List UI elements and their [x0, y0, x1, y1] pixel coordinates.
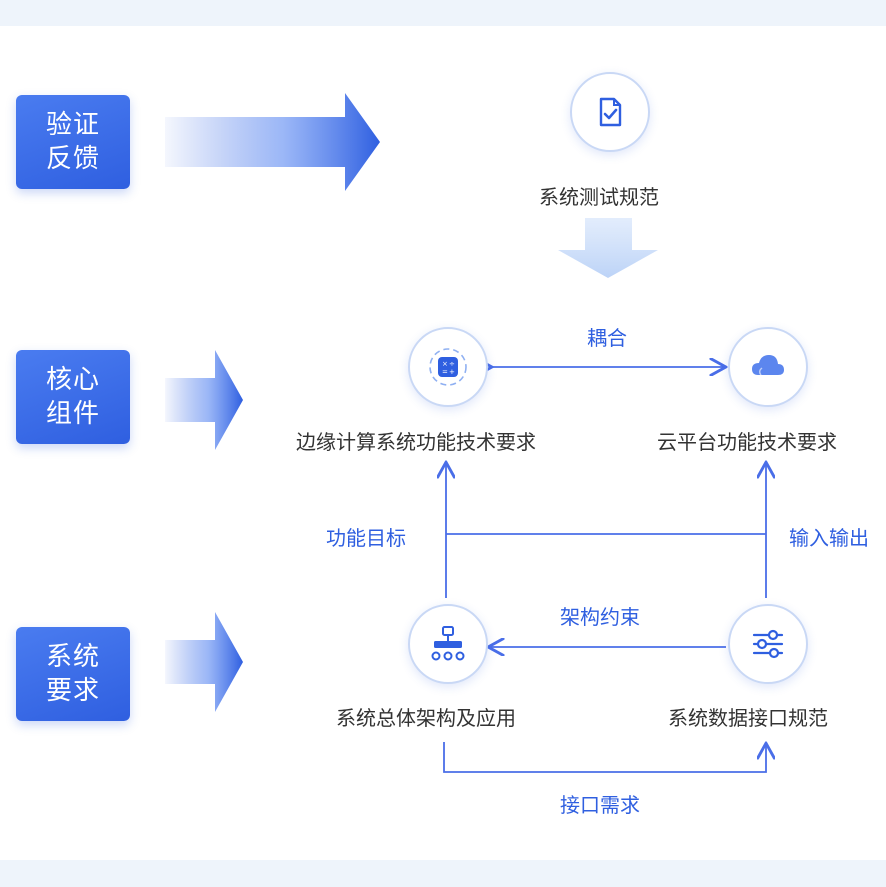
hierarchy-icon — [431, 626, 465, 661]
tag-line: 反馈 — [45, 144, 100, 174]
data-interface-label: 系统数据接口规范 — [668, 706, 828, 730]
cloud-platform-node — [728, 327, 808, 407]
tag-line: 核心 — [45, 365, 100, 395]
input-output-label: 输入输出 — [789, 526, 869, 550]
core-arrow — [165, 350, 243, 450]
edge-computing-node: × ÷ = + — [408, 327, 488, 407]
tag-system-requirements: 系统 要求 — [16, 627, 130, 721]
test-spec-label: 系统测试规范 — [539, 185, 659, 209]
system-arrow — [165, 612, 243, 712]
coupling-label: 耦合 — [587, 326, 627, 350]
tag-line: 要求 — [45, 676, 100, 706]
tag-line: 验证 — [45, 110, 100, 140]
calculator-icon: × ÷ = + — [429, 348, 467, 386]
tag-line: 系统 — [45, 642, 100, 672]
data-interface-node — [728, 604, 808, 684]
feedback-arrow — [165, 93, 380, 191]
cloud-platform-label: 云平台功能技术要求 — [657, 430, 837, 454]
interface-requirement-label: 接口需求 — [560, 793, 640, 817]
interface-requirement-line — [443, 742, 766, 773]
architecture-label: 系统总体架构及应用 — [336, 706, 516, 730]
svg-text:+: + — [449, 368, 455, 376]
test-spec-node — [570, 72, 650, 152]
down-arrow — [558, 218, 658, 278]
svg-text:=: = — [442, 368, 448, 376]
tag-line: 组件 — [45, 399, 100, 429]
document-check-icon — [599, 97, 622, 127]
svg-text:×: × — [442, 360, 448, 368]
tag-verification-feedback: 验证 反馈 — [16, 95, 130, 189]
architecture-constraint-label: 架构约束 — [560, 605, 640, 629]
diagram-card — [0, 26, 886, 860]
cloud-icon — [752, 355, 784, 376]
architecture-node — [408, 604, 488, 684]
svg-text:÷: ÷ — [449, 360, 455, 368]
sliders-icon — [752, 629, 784, 659]
edge-computing-label: 边缘计算系统功能技术要求 — [296, 430, 536, 454]
tag-core-components: 核心 组件 — [16, 350, 130, 444]
functional-goal-label: 功能目标 — [326, 526, 406, 550]
